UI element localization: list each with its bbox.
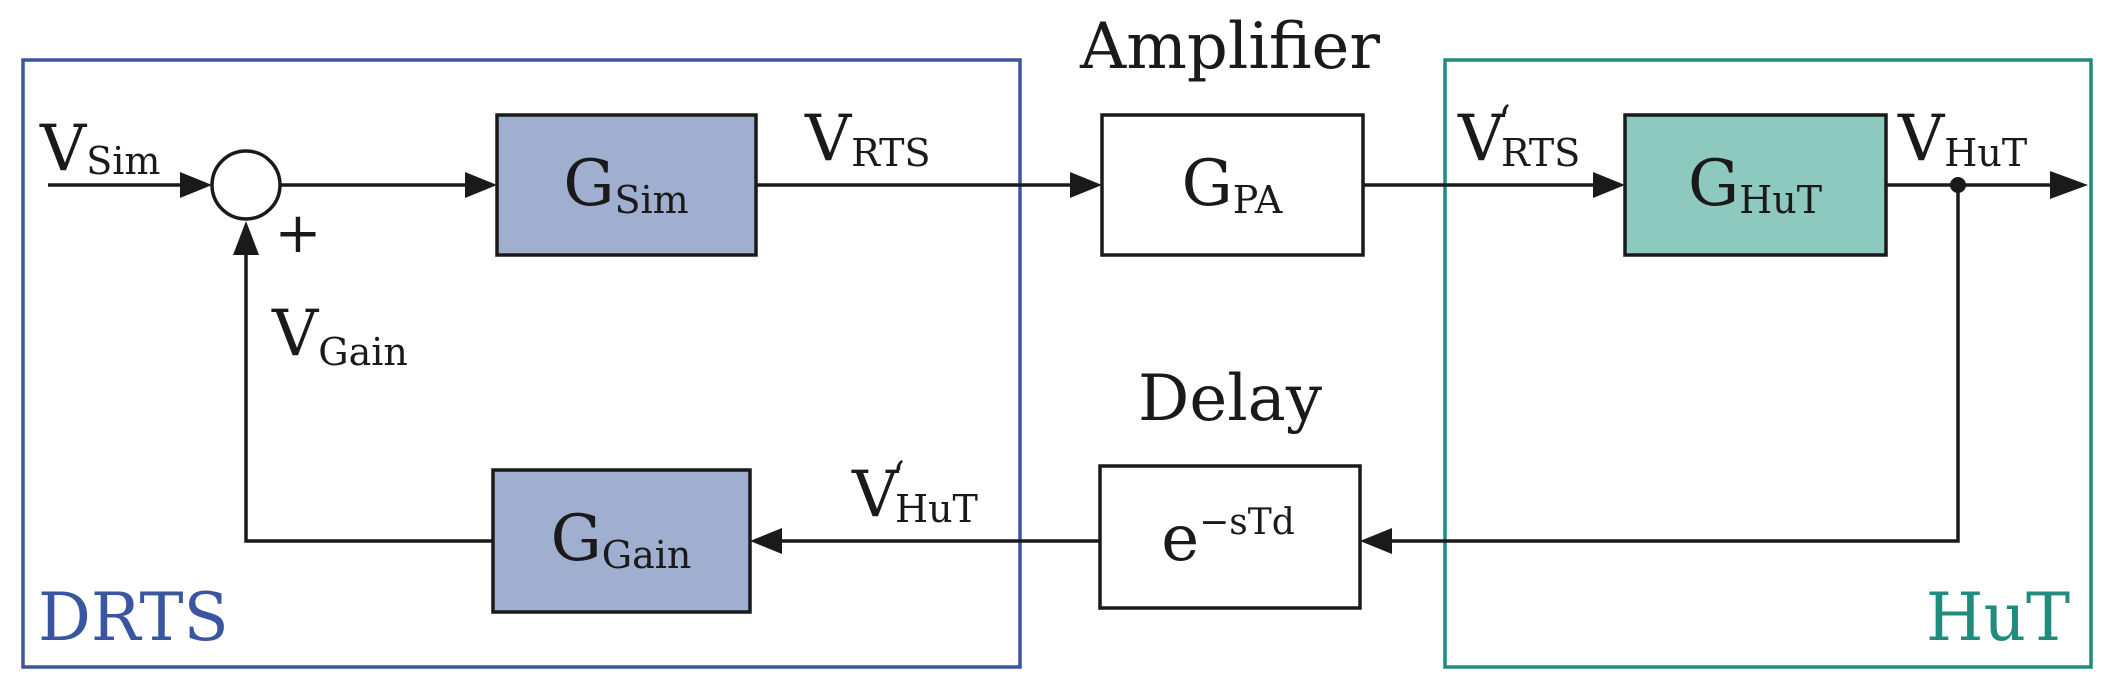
v-hut-label: VHuT	[1897, 102, 2027, 176]
v-sim-label: VSim	[39, 112, 160, 186]
delay-block: e−sTd	[1098, 464, 1362, 610]
summing-plus-sign: +	[275, 201, 322, 266]
arrow-into-sum	[180, 172, 212, 198]
g-hut-block: GHuT	[1623, 113, 1888, 257]
g-pa-label: GPA	[1182, 147, 1283, 222]
drts-region	[21, 58, 1022, 669]
g-pa-block: GPA	[1100, 113, 1365, 257]
g-sim-label: GSim	[563, 147, 688, 222]
v-gain-label: VGain	[271, 297, 408, 374]
summing-junction	[210, 149, 282, 221]
g-sim-block: GSim	[495, 113, 758, 257]
hut-region	[1443, 58, 2093, 669]
arrow-vhut-out	[2050, 171, 2088, 199]
wire-feedback-to-delay	[1392, 185, 1960, 543]
delay-title: Delay	[1138, 362, 1322, 436]
v-hut-prime-label: V‘HuT	[851, 454, 978, 532]
arrow-into-gsim	[465, 172, 497, 198]
g-gain-label: GGain	[551, 502, 692, 577]
wire-ggain-to-sum	[244, 255, 493, 543]
arrow-into-ghut	[1593, 172, 1625, 198]
g-hut-label: GHuT	[1688, 147, 1822, 222]
arrow-into-ggain	[750, 528, 782, 554]
amplifier-title: Amplifier	[1079, 10, 1380, 84]
v-rts-label: VRTS	[804, 102, 931, 176]
arrow-into-gpa	[1070, 172, 1102, 198]
v-rts-prime-label: V‘RTS	[1457, 98, 1580, 176]
arrow-into-sum-bottom	[233, 221, 259, 255]
g-gain-block: GGain	[491, 468, 752, 614]
delay-label: e−sTd	[1161, 502, 1295, 576]
hut-label: HuT	[1926, 579, 2070, 656]
drts-label: DRTS	[38, 579, 229, 656]
arrow-into-delay	[1360, 528, 1392, 554]
